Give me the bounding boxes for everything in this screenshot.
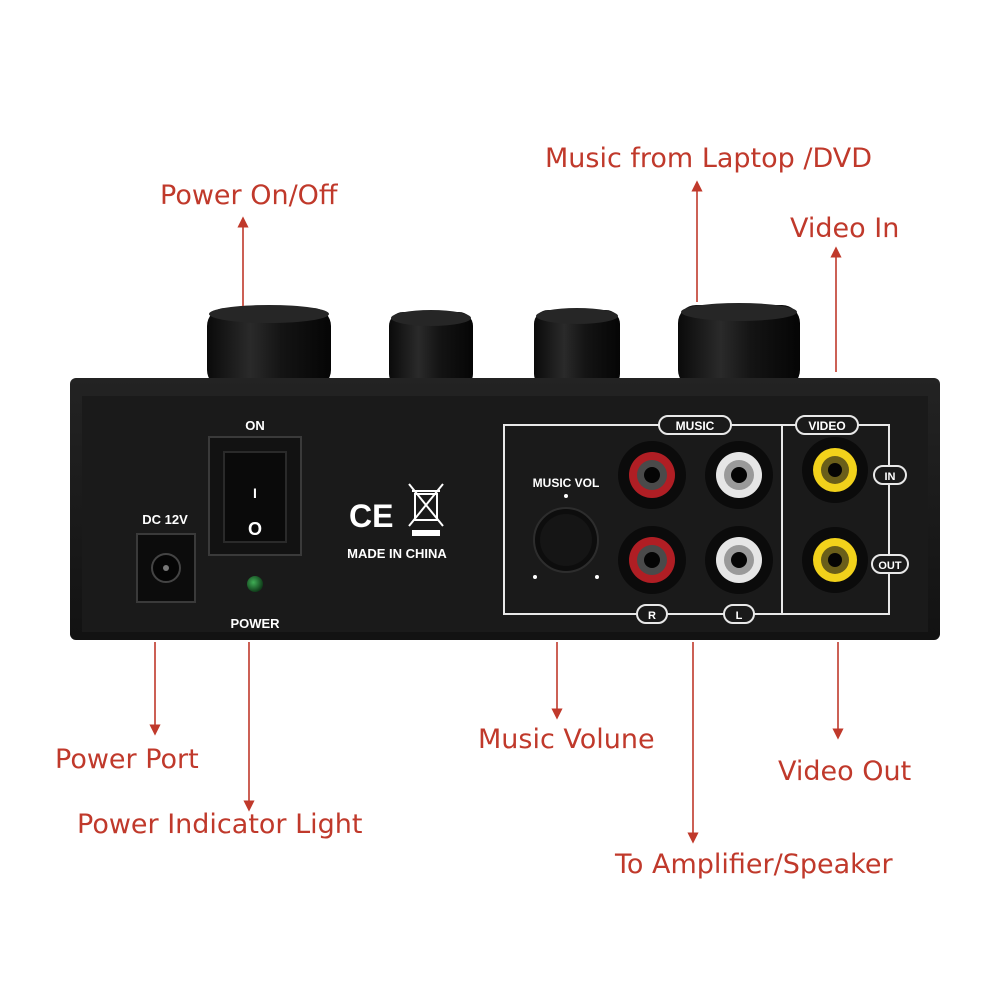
label-music: MUSIC: [676, 419, 715, 433]
knob-4: [678, 303, 800, 388]
callout-to-amplifier: To Amplifier/Speaker: [615, 849, 893, 880]
callout-power-port: Power Port: [55, 744, 199, 775]
switch-off-mark: O: [248, 519, 262, 539]
knob-3: [534, 308, 620, 388]
rca-jack-music-out-r: [618, 526, 686, 594]
callout-music-volume: Music Volune: [478, 724, 655, 755]
ce-mark: CE: [349, 498, 393, 534]
rca-jack-music-in-r: [618, 441, 686, 509]
label-music-vol: MUSIC VOL: [533, 476, 600, 490]
power-led: [247, 576, 263, 592]
callout-video-out: Video Out: [778, 756, 912, 787]
power-switch: I O: [208, 436, 302, 556]
knob-2: [389, 310, 473, 388]
callout-video-in: Video In: [790, 213, 900, 244]
label-video: VIDEO: [808, 419, 845, 433]
rca-jack-music-out-l: [705, 526, 773, 594]
label-dc-12v: DC 12V: [142, 512, 188, 527]
knob-power: [207, 305, 331, 388]
callout-power-indicator: Power Indicator Light: [77, 809, 363, 840]
crossed-out-bin-icon: [408, 483, 444, 536]
label-r: R: [648, 610, 656, 622]
label-in: IN: [885, 471, 896, 483]
rca-jack-music-in-l: [705, 441, 773, 509]
label-on: ON: [245, 418, 265, 433]
label-out: OUT: [878, 560, 902, 572]
rca-jack-video-in: [802, 437, 868, 503]
callout-power-on-off: Power On/Off: [160, 180, 338, 211]
dc-power-port: [136, 533, 196, 603]
music-volume-knob: [533, 507, 599, 573]
switch-on-mark: I: [253, 485, 257, 501]
label-power: POWER: [230, 616, 280, 631]
callout-music-from-laptop: Music from Laptop /DVD: [545, 143, 873, 174]
rca-jack-video-out: [802, 527, 868, 593]
label-l: L: [736, 610, 743, 622]
label-made-in-china: MADE IN CHINA: [347, 546, 447, 561]
